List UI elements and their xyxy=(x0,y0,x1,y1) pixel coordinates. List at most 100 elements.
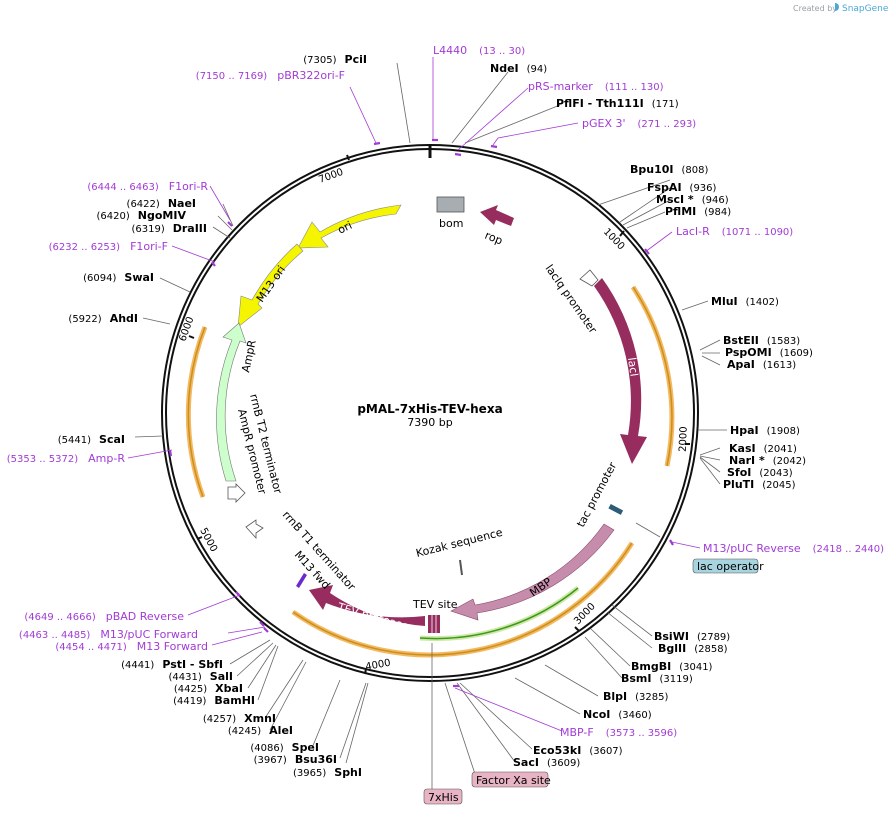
site-name: SphI xyxy=(334,766,362,779)
site-name: MluI xyxy=(711,295,738,308)
primer-range: (111 .. 130) xyxy=(605,82,664,93)
site-label: (7305)PciI xyxy=(303,53,367,66)
site-name: SalI xyxy=(210,670,233,683)
site-position: (3119) xyxy=(660,674,693,685)
site-name: Eco53kI xyxy=(533,744,581,757)
site-label: HpaI (1908) xyxy=(730,424,800,437)
ampr-label: AmpR xyxy=(239,338,259,373)
site-position: (2041) xyxy=(764,444,797,455)
site-name: BsmI xyxy=(621,672,652,685)
site-position: (946) xyxy=(702,195,729,206)
primer-range: (1071 .. 1090) xyxy=(722,227,794,238)
primer-range: (6444 .. 6463) xyxy=(87,182,159,193)
site-name: SacI xyxy=(513,756,539,769)
credit-brand: SnapGene xyxy=(842,4,889,14)
primer-range: (7150 .. 7169) xyxy=(196,71,268,82)
7xhis-text: 7xHis xyxy=(428,791,459,804)
rrnb-t1-terminator-mark xyxy=(245,519,264,540)
site-label: (6094) SwaI xyxy=(83,271,154,284)
ori-label: ori xyxy=(336,219,355,237)
site-position: (1609) xyxy=(780,348,813,359)
primer-name: M13/pUC Reverse xyxy=(703,542,801,555)
ampr-promoter-arrow xyxy=(227,483,246,503)
site-name: NaeI xyxy=(168,197,196,210)
leader-lines xyxy=(134,62,727,790)
site-label: (6319)DraIII xyxy=(131,222,207,235)
ampr-arrow xyxy=(216,322,247,482)
site-label: KasI(2041) xyxy=(729,442,797,455)
site-name: PflFI - Tth111I xyxy=(556,97,644,110)
laci-arrow xyxy=(594,278,647,464)
site-name: XbaI xyxy=(215,682,243,695)
primer-label: L4440 (13 .. 30) xyxy=(433,44,525,57)
site-label: MluI(1402) xyxy=(711,295,779,308)
plasmid-length: 7390 bp xyxy=(407,416,452,429)
site-position: (1613) xyxy=(763,360,796,371)
site-label: (3967)Bsu36I xyxy=(254,753,337,766)
site-position: (1908) xyxy=(767,426,800,437)
site-label: NdeI(94) xyxy=(490,62,547,75)
site-name: PluTI xyxy=(723,478,754,491)
site-name: AhdI xyxy=(110,312,138,325)
bom-feature xyxy=(436,196,465,213)
credit-text: Created by xyxy=(793,4,837,13)
tick-label-7000: 7000 xyxy=(317,167,345,186)
site-position: (7305) xyxy=(303,55,336,66)
primer-range: (271 .. 293) xyxy=(638,119,697,130)
site-label: Eco53kI (3607) xyxy=(533,744,623,757)
site-name: NarI * xyxy=(729,454,765,467)
site-position: (984) xyxy=(704,207,731,218)
primer-name: Amp-R xyxy=(88,452,125,465)
site-label: (4419)BamHI xyxy=(173,694,255,707)
site-position: (4257) xyxy=(203,714,236,725)
site-position: (4245) xyxy=(228,726,261,737)
site-label: PflMI (984) xyxy=(665,205,731,218)
site-name: SpeI xyxy=(292,741,319,754)
primer-label: LacI-R(1071 .. 1090) xyxy=(676,225,793,238)
primer-range: (13 .. 30) xyxy=(479,46,525,57)
site-name: SwaI xyxy=(124,271,154,284)
site-position: (2042) xyxy=(773,456,806,467)
site-name: ApaI xyxy=(727,358,755,371)
site-name: BglII xyxy=(658,642,686,655)
site-label: ApaI (1613) xyxy=(727,358,796,371)
site-label: (4431)SalI xyxy=(169,670,233,683)
lac-operator-mark xyxy=(608,503,624,515)
m13-fwd-mark xyxy=(296,573,307,588)
site-position: (1583) xyxy=(767,336,800,347)
site-position: (5441) xyxy=(58,435,91,446)
primer-label: pRS-marker(111 .. 130) xyxy=(528,80,664,93)
primer-label: (5353 .. 5372)Amp-R xyxy=(7,452,126,465)
site-label: (6422)NaeI xyxy=(127,197,196,210)
site-position: (6094) xyxy=(83,273,116,284)
site-position: (2043) xyxy=(759,468,792,479)
site-name: HpaI xyxy=(730,424,759,437)
site-label: PspOMI (1609) xyxy=(725,346,813,359)
site-position: (3607) xyxy=(589,746,622,757)
site-label: PflFI - Tth111I(171) xyxy=(556,97,679,110)
rop-arrow xyxy=(480,205,514,226)
site-position: (5922) xyxy=(68,314,101,325)
site-label: BsiWI(2789) xyxy=(654,630,730,643)
lac-operator-box xyxy=(692,558,759,574)
site-name: Bsu36I xyxy=(295,753,337,766)
tick-label-2000: 2000 xyxy=(678,426,690,452)
primer-label: (4649 .. 4666)pBAD Reverse xyxy=(24,610,184,623)
site-label: BstEII(1583) xyxy=(723,334,800,347)
primer-range: (4463 .. 4485) xyxy=(19,630,91,641)
primer-label: (6232 .. 6253)F1ori-F xyxy=(49,240,168,253)
site-label: NcoI(3460) xyxy=(583,708,652,721)
primer-label: (4463 .. 4485)M13/pUC Forward xyxy=(19,628,198,641)
tac-promoter-label: tac promoter xyxy=(574,460,619,530)
rop-label: rop xyxy=(483,229,505,248)
site-name: NdeI xyxy=(490,62,519,75)
factor-xa-box xyxy=(471,771,549,788)
site-name: NcoI xyxy=(583,708,610,721)
site-name: PspOMI xyxy=(725,346,772,359)
primer-name: L4440 xyxy=(433,44,467,57)
site-name: PflMI xyxy=(665,205,696,218)
site-label: BmgBI(3041) xyxy=(631,660,713,673)
